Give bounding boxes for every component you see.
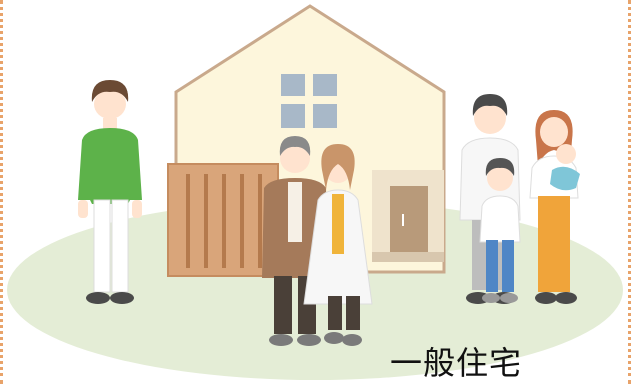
child	[479, 158, 521, 303]
wooden-fence	[167, 163, 279, 277]
door	[390, 186, 428, 252]
man-green-shirt	[78, 80, 142, 304]
elderly-woman	[303, 144, 373, 346]
house-window	[281, 74, 337, 128]
mother-with-baby	[529, 110, 580, 304]
caption-label: 一般住宅	[390, 344, 523, 382]
